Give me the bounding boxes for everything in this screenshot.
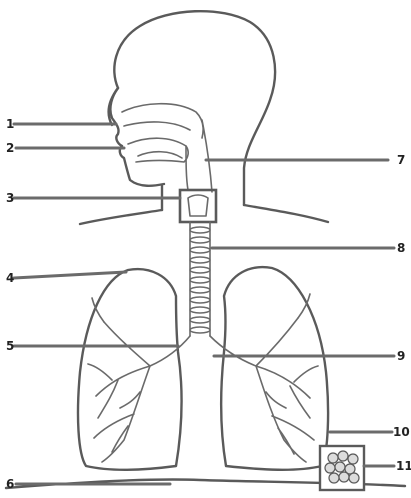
alveoli-cluster bbox=[325, 451, 359, 483]
right-bronchioles bbox=[266, 294, 318, 454]
label-2: 2 bbox=[6, 141, 14, 155]
face-outline bbox=[110, 88, 164, 186]
left-bronchi bbox=[94, 322, 150, 462]
nasal-floor bbox=[124, 122, 190, 130]
larynx bbox=[188, 195, 208, 216]
label-10: 10 bbox=[393, 425, 410, 439]
right-shoulder bbox=[244, 205, 328, 222]
right-main-bronchus bbox=[210, 336, 256, 366]
left-main-bronchus bbox=[150, 336, 190, 366]
leader-line-4 bbox=[14, 272, 126, 278]
label-3: 3 bbox=[6, 191, 14, 205]
label-11: 11 bbox=[396, 459, 411, 473]
pharynx-right-wall bbox=[202, 120, 212, 192]
oral-cavity bbox=[128, 138, 188, 162]
label-4: 4 bbox=[6, 271, 14, 285]
right-bronchi bbox=[256, 318, 314, 462]
left-shoulder bbox=[80, 210, 162, 224]
left-bronchioles bbox=[88, 298, 140, 452]
label-1: 1 bbox=[6, 117, 14, 131]
label-5: 5 bbox=[6, 339, 14, 353]
label-9: 9 bbox=[397, 349, 405, 363]
tongue bbox=[138, 152, 182, 158]
trachea-rings bbox=[190, 227, 210, 333]
left-lung bbox=[78, 269, 182, 470]
label-8: 8 bbox=[397, 241, 405, 255]
nasal-cavity bbox=[122, 104, 203, 138]
label-7: 7 bbox=[397, 153, 405, 167]
label-6: 6 bbox=[6, 477, 14, 491]
